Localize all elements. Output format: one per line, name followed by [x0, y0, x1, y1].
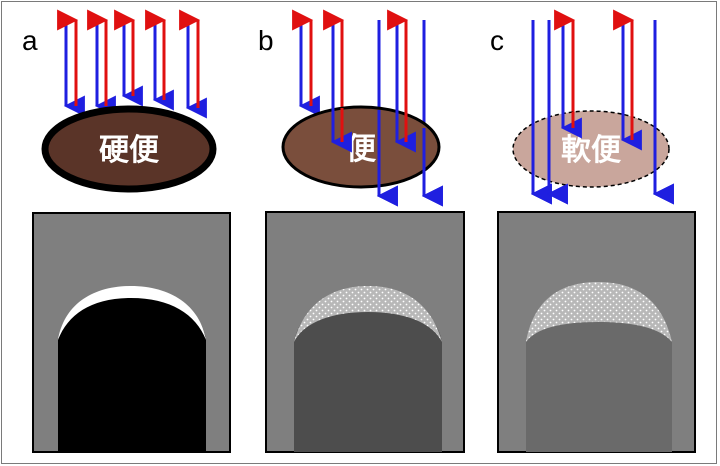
hard-surface-echo	[58, 286, 206, 340]
panel-letter-a: a	[22, 25, 38, 56]
dotted-echo	[294, 286, 442, 342]
hard-stool-label: 硬便	[99, 133, 160, 168]
ultrasound-image-a	[32, 212, 231, 453]
normal-stool-ellipse	[281, 105, 441, 189]
normal-stool-label: 便	[346, 132, 377, 167]
weak-shadow	[526, 302, 672, 452]
ultrasound-image-c	[497, 211, 696, 453]
panel-letter-c: c	[490, 25, 504, 56]
panel-letter-b: b	[258, 25, 274, 56]
hard-stool-ellipse	[41, 105, 217, 193]
dotted-echo	[526, 282, 672, 342]
soft-stool-label: 軟便	[561, 133, 622, 168]
acoustic-shadow-black	[58, 290, 206, 452]
partial-shadow	[294, 295, 442, 452]
panel-a-arrows	[57, 9, 207, 119]
ultrasound-image-b	[265, 211, 465, 453]
